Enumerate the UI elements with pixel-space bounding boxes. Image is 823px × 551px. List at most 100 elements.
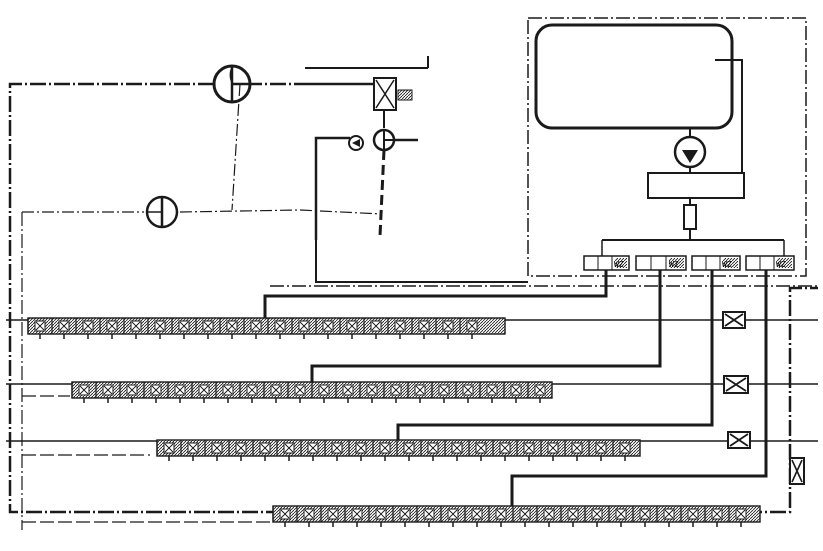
nozzle-unit	[171, 318, 190, 339]
nozzle-row-4	[272, 505, 761, 527]
regulator-row-1	[722, 311, 746, 329]
regulators	[722, 311, 805, 485]
nozzle-unit	[147, 318, 166, 339]
nozzle-unit	[300, 440, 319, 461]
pump-icon	[673, 135, 707, 169]
nozzle-unit	[156, 440, 175, 461]
supply-line-row-3	[396, 270, 714, 448]
nozzle-unit	[228, 440, 247, 461]
nozzle-unit	[372, 440, 391, 461]
supply-line-row-2	[310, 270, 662, 392]
nozzle-unit	[516, 440, 535, 461]
nozzle-unit	[344, 506, 363, 527]
nozzle-unit	[99, 318, 118, 339]
nozzle-unit	[267, 318, 286, 339]
supply-line-row-1	[263, 270, 608, 318]
nozzle-unit	[564, 440, 583, 461]
nozzle-unit	[392, 506, 411, 527]
nozzle-unit	[396, 440, 415, 461]
nozzle-unit	[680, 506, 699, 527]
nozzle-unit	[536, 506, 555, 527]
nozzle-unit	[435, 318, 454, 339]
nozzle-unit	[431, 382, 450, 403]
nozzle-unit	[252, 440, 271, 461]
nozzle-unit	[455, 382, 474, 403]
pump-icon-small	[372, 128, 396, 152]
nozzle-unit	[728, 506, 747, 527]
nozzle-unit	[407, 382, 426, 403]
nozzle-unit	[276, 440, 295, 461]
nozzle-unit	[263, 382, 282, 403]
drain-line	[378, 149, 386, 237]
nozzle-unit	[243, 318, 262, 339]
nozzle-unit	[119, 382, 138, 403]
nozzle-unit	[459, 318, 478, 339]
nozzle-unit	[239, 382, 258, 403]
valve-3: WZ	[691, 255, 741, 271]
valve-bank: WZ WZ WZ WZ	[583, 255, 795, 271]
nozzle-row-1	[27, 317, 506, 339]
nozzle-unit	[75, 318, 94, 339]
nozzle-unit	[512, 506, 531, 527]
nozzle-unit	[180, 440, 199, 461]
supply-lines	[263, 270, 768, 510]
nozzle-unit	[324, 440, 343, 461]
nozzle-unit	[656, 506, 675, 527]
nozzle-unit	[488, 506, 507, 527]
filter-block	[647, 172, 745, 199]
nozzle-unit	[492, 440, 511, 461]
valve-label: WZ	[722, 260, 732, 269]
nozzle-unit	[444, 440, 463, 461]
nozzle-unit	[315, 318, 334, 339]
valve-label: WZ	[669, 260, 679, 269]
nozzle-unit	[311, 382, 330, 403]
filter-icon	[683, 204, 697, 230]
nozzle-unit	[383, 382, 402, 403]
regulator-row-2	[723, 375, 749, 394]
flow-gauge-mid	[145, 195, 179, 229]
nozzle-unit	[704, 506, 723, 527]
regulator-row-3	[727, 431, 751, 449]
nozzle-rows	[27, 317, 761, 527]
cabinet-outline	[527, 17, 807, 277]
feed-line	[314, 136, 350, 240]
nozzle-unit	[219, 318, 238, 339]
nozzle-unit	[503, 382, 522, 403]
nozzle-unit	[560, 506, 579, 527]
nozzle-row-2	[71, 381, 553, 403]
nozzle-unit	[440, 506, 459, 527]
nozzle-unit	[143, 382, 162, 403]
nozzle-unit	[540, 440, 559, 461]
nozzle-unit	[368, 506, 387, 527]
upper-pipework	[21, 56, 528, 530]
nozzle-unit	[51, 318, 70, 339]
nozzle-unit	[272, 506, 291, 527]
nozzle-unit	[612, 440, 631, 461]
return-line	[715, 59, 743, 182]
nozzle-unit	[588, 440, 607, 461]
control-signal-line	[22, 209, 383, 215]
nozzle-unit	[287, 382, 306, 403]
row-lines	[6, 319, 818, 523]
nozzle-unit	[468, 440, 487, 461]
valve-label: WZ	[776, 260, 786, 269]
nozzle-unit	[608, 506, 627, 527]
nozzle-unit	[71, 382, 90, 403]
nozzle-unit	[479, 382, 498, 403]
control-cabinet	[527, 17, 807, 277]
nozzle-unit	[95, 382, 114, 403]
nozzle-unit	[27, 318, 46, 339]
supply-line-row-4	[510, 270, 768, 510]
nozzle-row-3	[156, 439, 641, 461]
nozzle-unit	[411, 318, 430, 339]
nozzle-unit	[527, 382, 546, 403]
valve-1: WZ	[583, 255, 630, 271]
nozzle-unit	[167, 382, 186, 403]
valve-4: WZ	[745, 255, 795, 271]
check-valve-icon	[348, 135, 364, 151]
nozzle-unit	[291, 318, 310, 339]
nozzle-unit	[363, 318, 382, 339]
pressure-valve-icon	[373, 77, 413, 111]
